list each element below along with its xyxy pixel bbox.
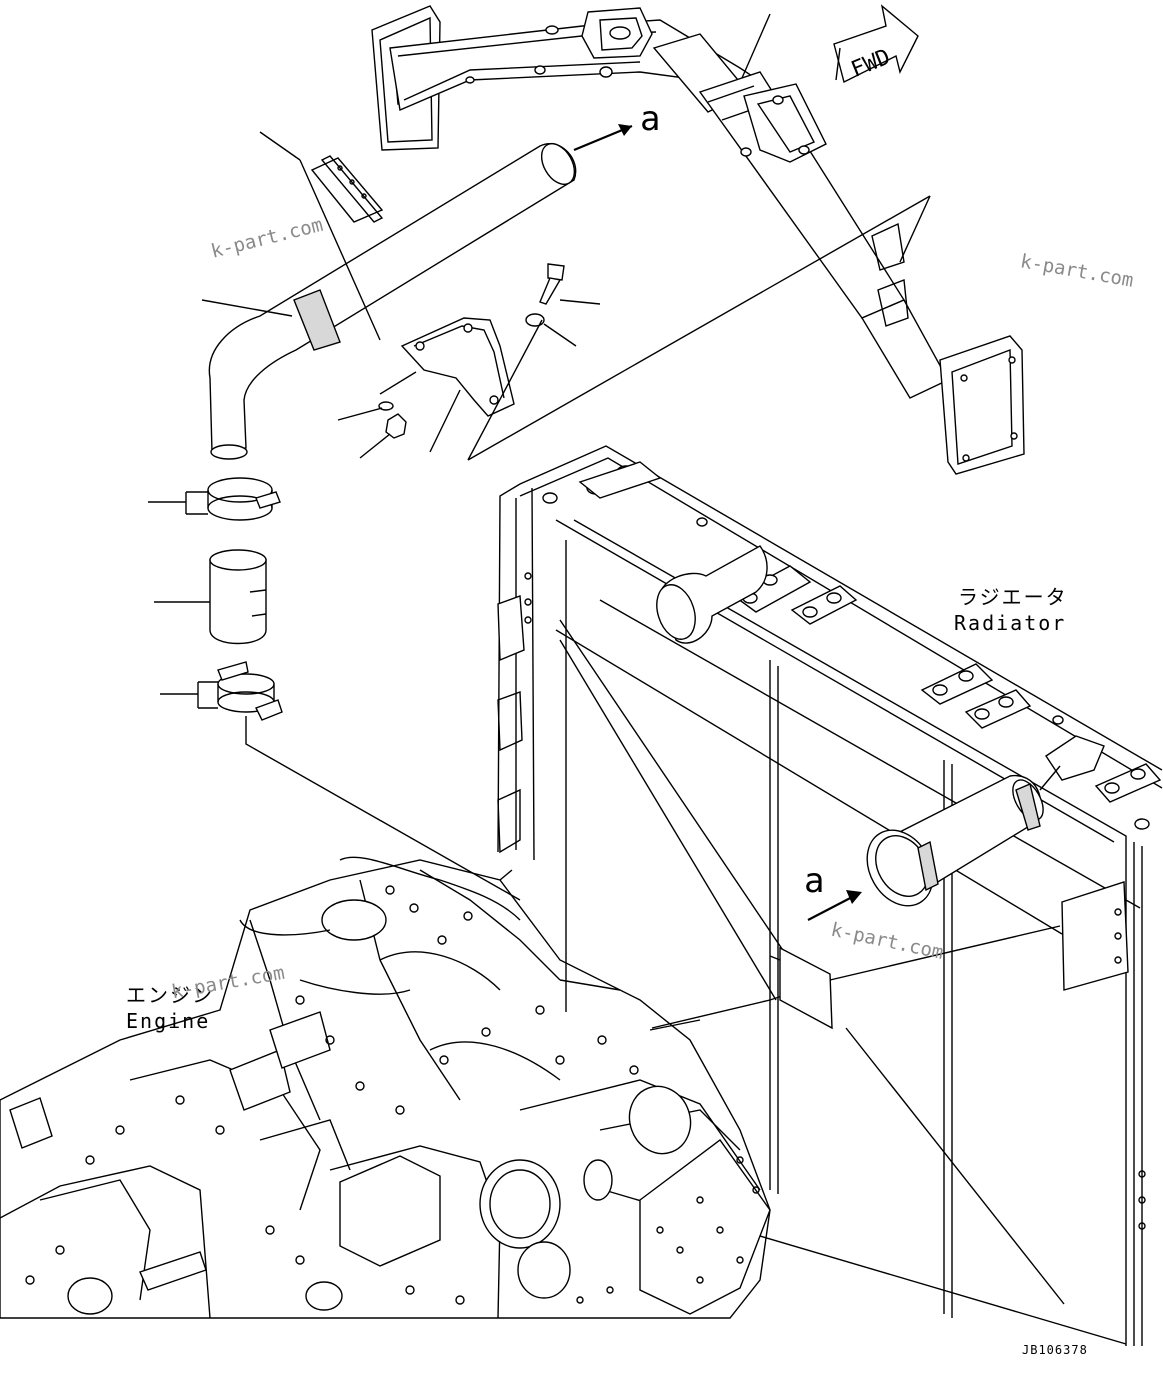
- watermark: k-part.com: [170, 962, 286, 1004]
- forward-direction-arrow: FWD: [833, 4, 919, 84]
- leader-lines: [148, 131, 931, 901]
- air-intake-pipe: [208, 124, 633, 460]
- hose-clamp-lower: [217, 661, 283, 721]
- nut: [385, 413, 407, 439]
- drawing-code: JB106378: [1022, 1343, 1088, 1357]
- engine-label-jp: エンジン: [126, 983, 214, 1007]
- pipe-strap: [310, 155, 384, 223]
- radiator-label-en: Radiator: [954, 611, 1066, 635]
- callout-a-bottom: a: [804, 861, 824, 901]
- callout-a-bottom-arrow: [807, 890, 862, 921]
- lock-washer: [378, 401, 394, 411]
- engine: [0, 856, 771, 1319]
- callout-a-top: a: [640, 99, 660, 139]
- watermark: k-part.com: [209, 214, 325, 263]
- rubber-hose: [209, 549, 267, 645]
- radiator-label-jp: ラジエータ: [958, 585, 1068, 609]
- washer: [525, 313, 545, 327]
- watermark: k-part.com: [829, 919, 945, 964]
- watermark: k-part.com: [1019, 250, 1135, 292]
- radiator: [497, 445, 1163, 1346]
- top-frame-bracket: [371, 5, 1025, 475]
- pipe-bracket: [400, 317, 515, 417]
- hose-clamp-upper: [207, 477, 281, 521]
- bolt: [539, 263, 565, 305]
- engine-label-en: Engine: [126, 1009, 210, 1033]
